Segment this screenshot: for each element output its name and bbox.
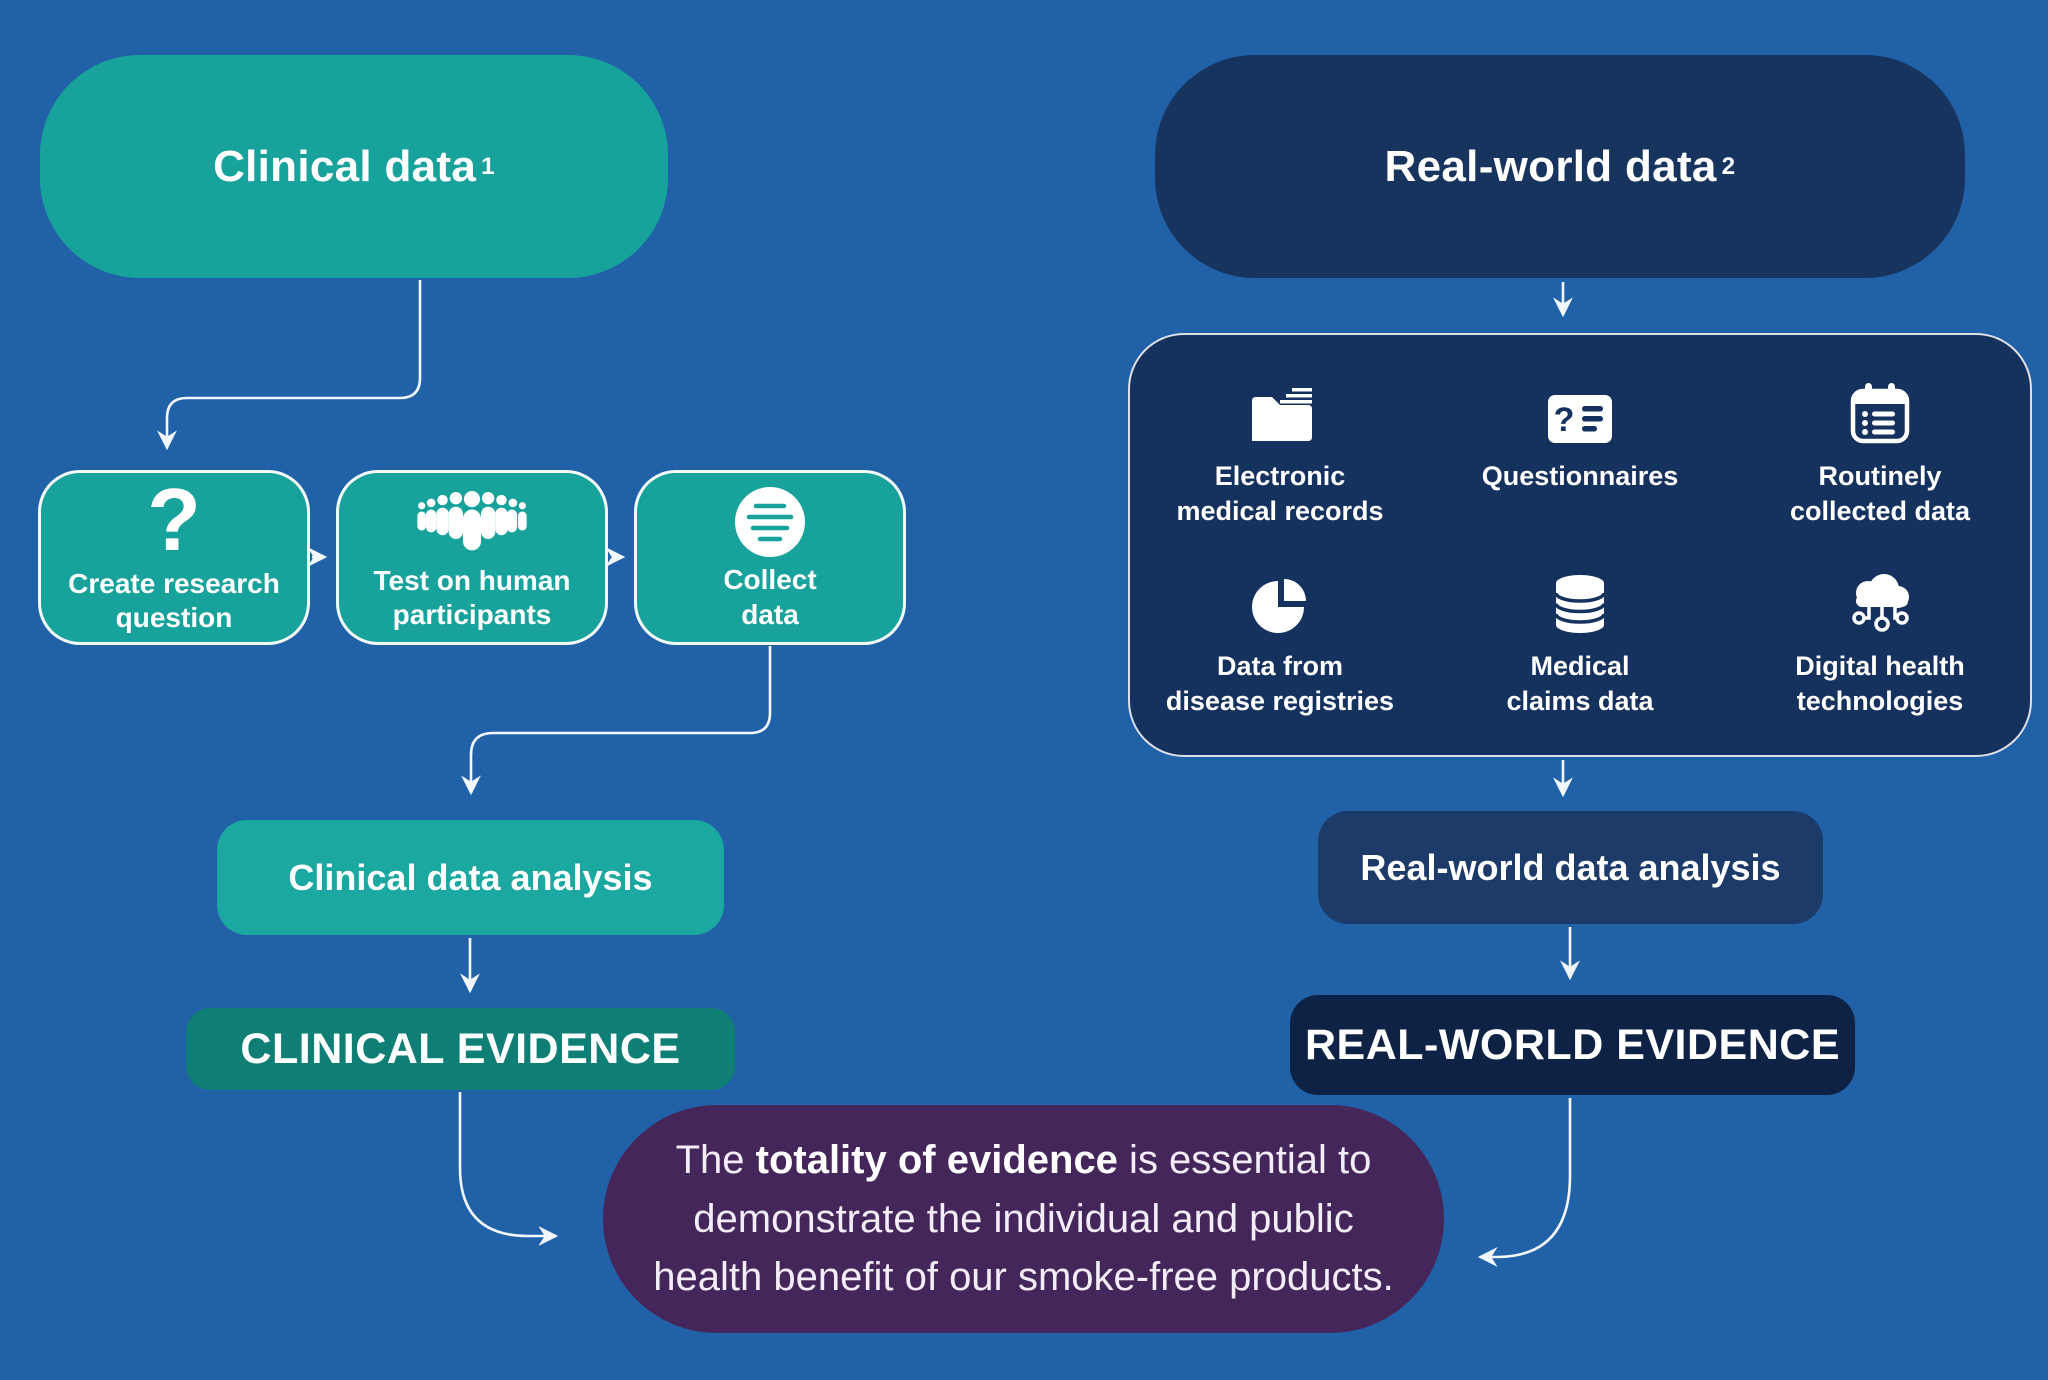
document-lines-icon [735, 487, 805, 558]
questionnaire-icon: ? [1546, 361, 1614, 445]
connector-clinical-evidence-to-conclusion [458, 1092, 559, 1246]
cloud-network-icon [1844, 551, 1916, 635]
real-world-data-analysis-box: Real-world data analysis [1318, 811, 1823, 924]
real-world-sources-panel: Electronic medical records ? Questionnai… [1128, 333, 2032, 757]
source-medical-claims-data: Medical claims data [1430, 551, 1730, 718]
step-label: Create research question [68, 568, 280, 634]
step-create-research-question: ? Create research question [38, 470, 310, 645]
source-digital-health-technologies: Digital health technologies [1730, 551, 2030, 718]
svg-text:?: ? [1554, 401, 1575, 439]
connector-step3-to-clinical-analysis [461, 646, 772, 796]
step-test-on-human-participants: Test on human participants [336, 470, 608, 645]
crowd-icon [415, 487, 529, 558]
source-routinely-collected-data: Routinely collected data [1730, 361, 2030, 528]
source-label: Questionnaires [1481, 461, 1679, 491]
clinical-data-analysis-label: Clinical data analysis [288, 856, 653, 898]
database-icon [1552, 551, 1608, 635]
clinical-data-analysis-box: Clinical data analysis [217, 820, 724, 935]
source-label: Medical claims data [1506, 651, 1654, 716]
conclusion-bold-text: totality of evidence [755, 1137, 1118, 1182]
source-label: Electronic medical records [1176, 461, 1384, 526]
source-label: Data from disease registries [1165, 651, 1395, 716]
calendar-icon [1850, 361, 1910, 445]
connector-realworld-evidence-to-conclusion [1477, 1098, 1572, 1267]
real-world-data-header-label: Real-world data [1384, 141, 1717, 191]
source-label: Routinely collected data [1789, 461, 1971, 526]
source-questionnaires: ? Questionnaires [1430, 361, 1730, 494]
real-world-evidence-label: REAL-WORLD EVIDENCE [1304, 1020, 1841, 1069]
folder-icon [1248, 361, 1312, 445]
step-label: Test on human participants [373, 564, 571, 630]
step-label: Collect data [723, 564, 817, 630]
real-world-data-analysis-label: Real-world data analysis [1360, 846, 1781, 888]
source-data-from-disease-registries: Data from disease registries [1130, 551, 1430, 718]
conclusion-text: The totality of evidence is essential to… [653, 1137, 1394, 1300]
clinical-evidence-label: CLINICAL EVIDENCE [240, 1024, 681, 1073]
clinical-data-footnote-marker: 1 [481, 152, 495, 180]
totality-of-evidence-box: The totality of evidence is essential to… [603, 1105, 1444, 1333]
question-mark-icon: ? [147, 469, 201, 569]
clinical-data-header-label: Clinical data [213, 141, 477, 191]
pie-chart-icon [1250, 551, 1310, 635]
step-collect-data: Collect data [634, 470, 906, 645]
clinical-evidence-box: CLINICAL EVIDENCE [186, 1008, 735, 1090]
real-world-data-footnote-marker: 2 [1721, 152, 1736, 180]
source-electronic-medical-records: Electronic medical records [1130, 361, 1430, 528]
source-label: Digital health technologies [1795, 651, 1965, 716]
connector-clinical-header-to-step1 [157, 280, 422, 451]
real-world-evidence-box: REAL-WORLD EVIDENCE [1290, 995, 1855, 1095]
